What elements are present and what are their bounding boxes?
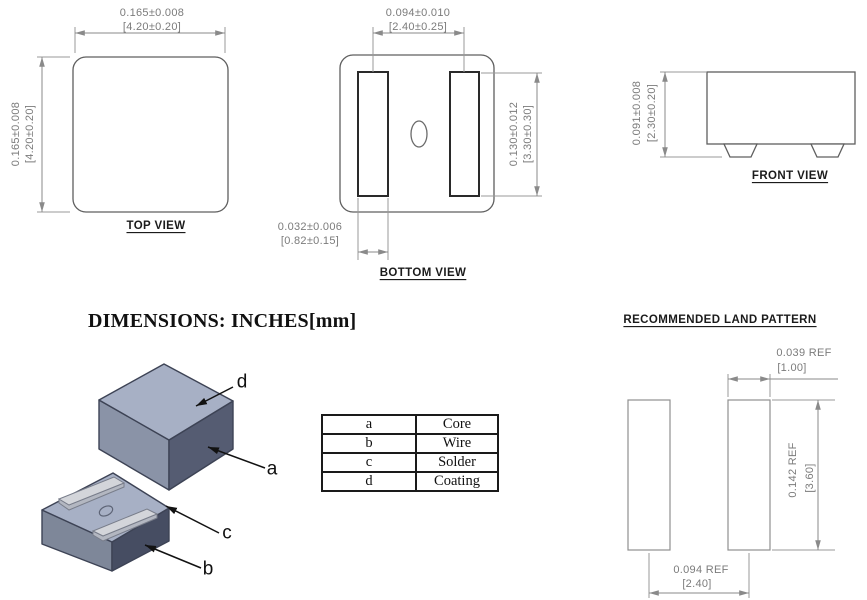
bottom-view-left-terminal xyxy=(357,71,389,197)
land-pad-pitch-inches: 0.094 REF xyxy=(673,564,728,576)
iso-component-bottom-3d xyxy=(41,472,170,572)
iso-top-top-face xyxy=(98,363,234,441)
callout-label-d: d xyxy=(237,372,248,393)
dimensions-units-title: DIMENSIONS: INCHES[mm] xyxy=(88,310,357,332)
iso-center-hole xyxy=(98,505,114,517)
table-row: d Coating xyxy=(321,471,499,492)
land-pattern-label: RECOMMENDED LAND PATTERN xyxy=(623,314,816,326)
top-width-mm: [4.20±0.20] xyxy=(123,21,181,33)
land-pattern-right-pad xyxy=(727,399,771,551)
land-pad-length-dimension: 0.142 REF [3.60] xyxy=(772,399,835,551)
table-row: b Wire xyxy=(321,433,499,454)
bottom-pad-spacing-dimension: 0.094±0.010 [2.40±0.25] xyxy=(372,7,465,72)
land-pad-pitch-dimension: 0.094 REF [2.40] xyxy=(648,553,750,598)
callout-arrow-d xyxy=(195,386,234,407)
legend-table: a Core b Wire c Solder d Coating xyxy=(321,414,499,492)
top-width-inches: 0.165±0.008 xyxy=(120,7,184,19)
pad-length-inches: 0.130±0.012 xyxy=(508,102,520,166)
callout-arrow-a xyxy=(207,446,266,469)
land-pad-pitch-mm: [2.40] xyxy=(682,578,711,590)
land-pad-width-mm: [1.00] xyxy=(777,362,806,374)
legend-key: a xyxy=(321,414,417,435)
legend-key: b xyxy=(321,433,417,454)
bottom-view-center-hole xyxy=(410,120,428,148)
legend-value: Coating xyxy=(415,471,499,492)
legend-key: d xyxy=(321,471,417,492)
bottom-pad-width-dimension: 0.032±0.006 [0.82±0.15] xyxy=(278,198,389,260)
pad-spacing-mm: [2.40±0.25] xyxy=(389,21,447,33)
bottom-pad-length-dimension: 0.130±0.012 [3.30±0.30] xyxy=(481,72,542,197)
top-height-inches: 0.165±0.008 xyxy=(10,102,22,166)
bottom-view-label: BOTTOM VIEW xyxy=(380,267,467,279)
callout-arrow-c xyxy=(165,505,220,534)
callout-label-c: c xyxy=(222,523,232,544)
land-pad-length-inches: 0.142 REF xyxy=(787,442,799,497)
legend-key: c xyxy=(321,452,417,473)
front-height-dimension: 0.091±0.008 [2.30±0.20] xyxy=(631,71,722,158)
top-height-mm: [4.20±0.20] xyxy=(24,105,36,163)
iso-solder-pad-1 xyxy=(57,476,126,506)
callout-label-a: a xyxy=(267,459,278,480)
table-row: c Solder xyxy=(321,452,499,473)
iso-callouts: d a c b xyxy=(144,372,278,580)
front-view-label: FRONT VIEW xyxy=(752,170,828,182)
iso-solder-pad-2 xyxy=(91,508,159,537)
isometric-views: d a c b xyxy=(41,363,278,580)
callout-arrow-b xyxy=(144,544,202,569)
front-view: 0.091±0.008 [2.30±0.20] FRONT VIEW xyxy=(631,71,856,182)
top-view-height-dimension: 0.165±0.008 [4.20±0.20] xyxy=(10,56,70,213)
pad-spacing-inches: 0.094±0.010 xyxy=(386,7,450,19)
table-row: a Core xyxy=(321,414,499,435)
front-height-inches: 0.091±0.008 xyxy=(631,81,643,145)
pad-width-inches: 0.032±0.006 xyxy=(278,221,342,233)
legend-value: Solder xyxy=(415,452,499,473)
legend-value: Wire xyxy=(415,433,499,454)
callout-label-b: b xyxy=(203,559,214,580)
top-view-body-outline xyxy=(72,56,229,213)
front-view-body-outline xyxy=(706,71,856,145)
pad-width-mm: [0.82±0.15] xyxy=(281,235,339,247)
top-view-width-dimension: 0.165±0.008 [4.20±0.20] xyxy=(74,7,226,53)
top-view: 0.165±0.008 [4.20±0.20] 0.165±0.008 [4.2… xyxy=(10,7,229,232)
front-view-left-foot xyxy=(722,143,759,158)
land-pattern-left-pad xyxy=(627,399,671,551)
land-pad-length-mm: [3.60] xyxy=(804,463,816,492)
land-pad-width-inches: 0.039 REF xyxy=(776,347,831,359)
land-pad-width-dimension: 0.039 REF [1.00] xyxy=(727,347,838,397)
pad-length-mm: [3.30±0.30] xyxy=(522,105,534,163)
iso-component-top-3d xyxy=(98,363,234,491)
land-pattern: RECOMMENDED LAND PATTERN 0.039 REF [1.00… xyxy=(623,314,838,598)
front-view-right-foot xyxy=(809,143,846,158)
legend-value: Core xyxy=(415,414,499,435)
bottom-view: 0.094±0.010 [2.40±0.25] 0.130±0.012 [3.3… xyxy=(278,7,542,279)
front-height-mm: [2.30±0.20] xyxy=(646,84,658,142)
top-view-label: TOP VIEW xyxy=(126,220,185,232)
bottom-view-right-terminal xyxy=(449,71,480,197)
